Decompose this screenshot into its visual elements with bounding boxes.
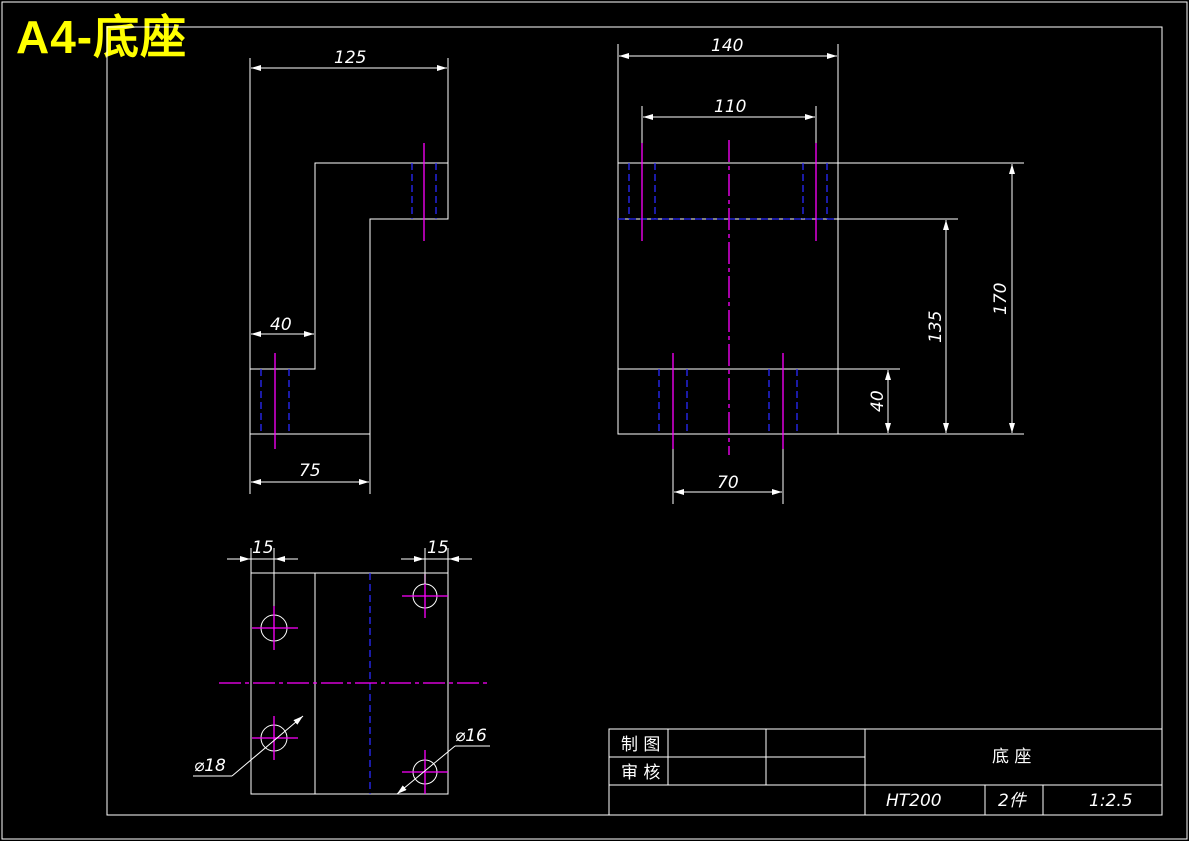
dim-d16: ⌀16 <box>455 726 487 746</box>
part-name: 底 座 <box>992 747 1031 767</box>
side-view: 140 110 170 135 40 70 <box>617 36 1024 504</box>
drawn-by-label: 制 图 <box>621 735 660 755</box>
inner-border <box>106 26 1163 816</box>
scale: 1:2.5 <box>1089 791 1133 811</box>
dim-170: 170 <box>991 283 1011 315</box>
dim-75: 75 <box>299 461 321 481</box>
dim-15-left: 15 <box>252 538 274 558</box>
dim-40-front: 40 <box>270 315 292 335</box>
quantity: 2件 <box>998 791 1028 811</box>
title-block: 制 图 审 核 底 座 HT200 2件 1:2.5 <box>608 728 1163 816</box>
checked-by-label: 审 核 <box>621 763 660 783</box>
dim-70: 70 <box>717 473 739 493</box>
dim-110: 110 <box>714 97 746 117</box>
dim-40-side: 40 <box>868 390 888 412</box>
drawing-title: A4-底座 <box>16 11 188 63</box>
top-view: 15 15 ⌀18 ⌀16 <box>193 538 490 795</box>
dim-d18: ⌀18 <box>194 756 226 776</box>
front-view: 125 40 75 <box>249 48 449 494</box>
material: HT200 <box>886 791 942 811</box>
dim-125: 125 <box>334 48 366 68</box>
dim-135: 135 <box>926 311 946 343</box>
dim-15-right: 15 <box>427 538 449 558</box>
dim-140: 140 <box>711 36 743 56</box>
